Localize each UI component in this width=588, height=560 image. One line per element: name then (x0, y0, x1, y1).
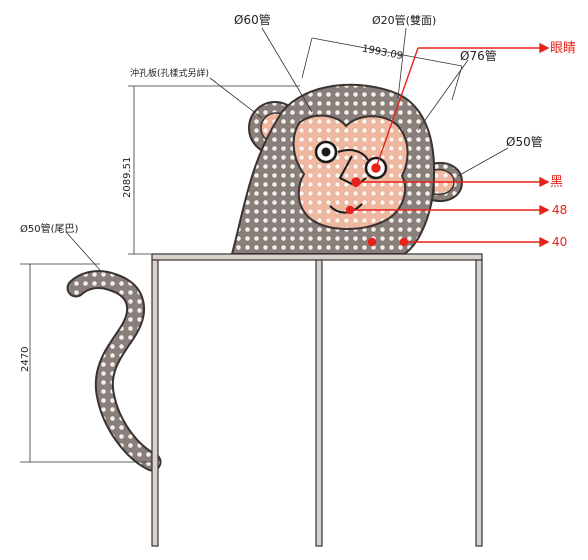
monkey-tail (66, 270, 162, 472)
callout-black: 黑 (550, 175, 563, 190)
callout-leaders (345, 42, 550, 248)
pipe-20-label: Ø20管(雙面) (372, 13, 436, 27)
tail-height-dimension: 2470 (20, 347, 31, 372)
callout-eye: 眼睛 (550, 41, 576, 56)
tail-pipe-label: Ø50管(尾巴) (20, 222, 78, 235)
dimension-lines (20, 27, 509, 463)
callout-48: 48 (552, 203, 567, 217)
pipe-76-label: Ø76管 (460, 48, 497, 63)
punch-plate-label: 沖孔板(孔樣式另詳) (130, 67, 209, 79)
callout-40: 40 (552, 235, 567, 249)
width-dimension: 1993.09 (361, 43, 404, 62)
height-dimension: 2089.51 (122, 157, 133, 198)
pipe-60-label: Ø60管 (234, 12, 271, 27)
pipe-50-label: Ø50管 (506, 134, 543, 149)
steel-frame (151, 253, 483, 547)
monkey-head (230, 83, 464, 255)
